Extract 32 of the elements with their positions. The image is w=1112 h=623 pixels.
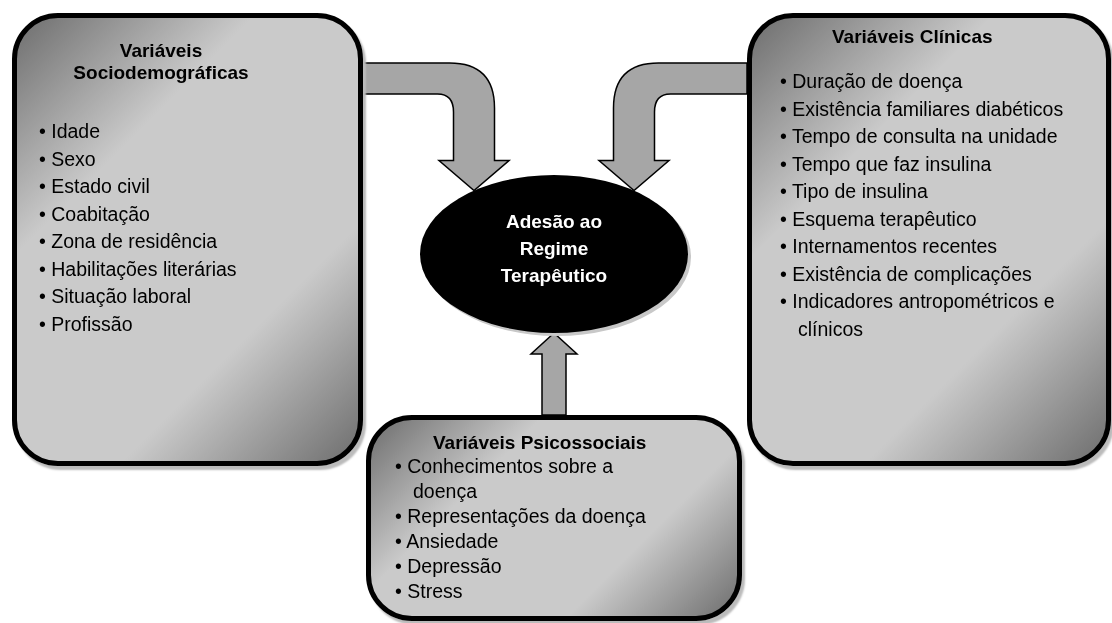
list-item: • Esquema terapêutico [780, 206, 978, 232]
list-item: • Existência familiares diabéticos [780, 96, 1064, 122]
block-arrow [362, 62, 510, 192]
list-item: • Existência de complicações [780, 261, 1033, 287]
list-item: • Tempo de consulta na unidade [780, 124, 1059, 149]
list-item: • Habilitações literárias [39, 256, 238, 282]
outcome-label: Adesão ao Regime Terapêutico [499, 209, 609, 288]
list-item: • Situação laboral [39, 284, 193, 309]
list-item: • Stress [395, 579, 464, 604]
outcome-ellipse [420, 175, 688, 333]
box-heading: Variáveis Clínicas [832, 26, 993, 48]
list-item: • Conhecimentos sobre a doença [395, 454, 615, 504]
list-item: • Representações da doença [395, 504, 647, 529]
list-item: • Ansiedade [395, 529, 500, 554]
list-item: • Estado civil [39, 174, 151, 199]
list-item: • Indicadores antropométricos e clínicos [780, 289, 1056, 342]
list-item: • Internamentos recentes [780, 234, 999, 259]
category-box [12, 13, 363, 466]
list-item: • Zona de residência [39, 229, 219, 254]
list-item: • Depressão [395, 554, 503, 579]
list-item: • Profissão [39, 311, 134, 337]
list-item: • Tipo de insulina [780, 179, 929, 204]
list-item: • Tempo que faz insulina [780, 151, 993, 177]
list-item: • Duração de doença [780, 69, 964, 94]
list-item: • Sexo [39, 146, 97, 172]
category-box [747, 13, 1111, 466]
category-box [366, 415, 742, 621]
box-heading: Variáveis Sociodemográficas [72, 40, 250, 84]
list-item: • Idade [39, 119, 102, 144]
list-item: • Coabitação [39, 201, 151, 227]
box-heading: Variáveis Psicossociais [433, 432, 647, 454]
block-arrow [598, 62, 748, 192]
